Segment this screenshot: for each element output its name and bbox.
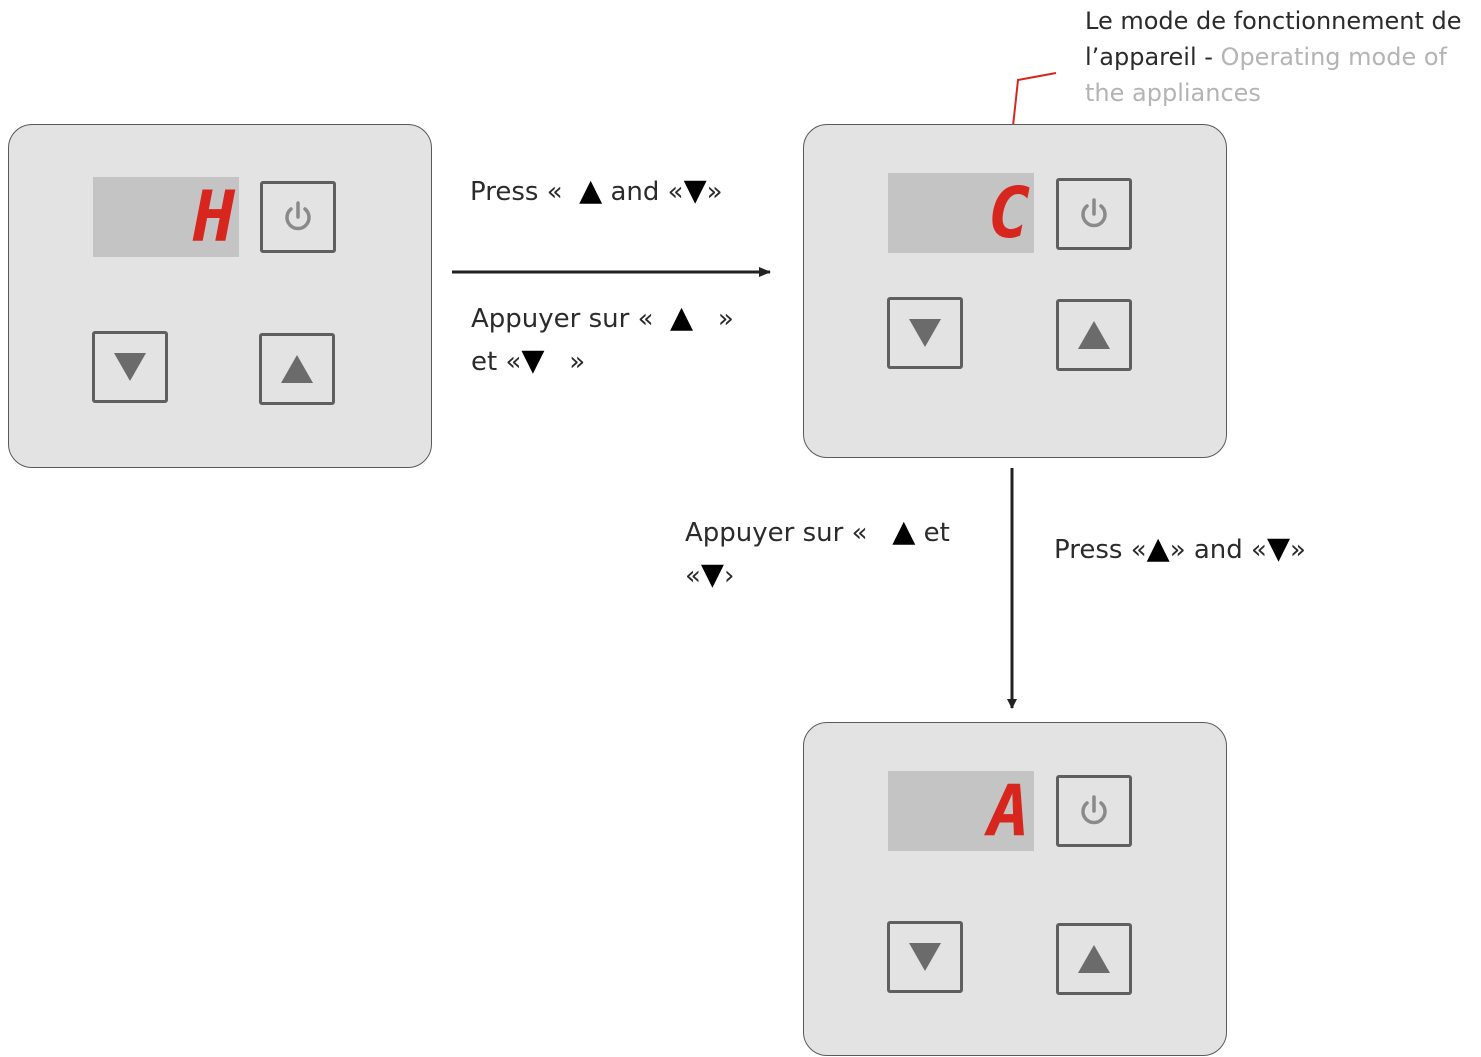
mode-display: H: [93, 177, 239, 257]
down-arrow-icon: [909, 943, 941, 971]
down-button[interactable]: [887, 297, 963, 369]
transition1-fr-label: Appuyer sur « ▲ » et «▼ »: [471, 300, 734, 378]
down-triangle-icon: ▼: [521, 343, 545, 378]
power-icon: [285, 201, 311, 231]
power-button[interactable]: [260, 181, 336, 253]
up-arrow-icon: [281, 355, 313, 383]
up-triangle-icon: ▲: [1146, 531, 1170, 566]
annotation-line1: Le mode de fonctionnement de: [1085, 7, 1462, 35]
down-button[interactable]: [92, 331, 168, 403]
up-arrow-icon: [1078, 945, 1110, 973]
annotation-line2-fr: l’appareil -: [1085, 43, 1221, 71]
power-button[interactable]: [1056, 178, 1132, 250]
down-button[interactable]: [887, 921, 963, 993]
mode-digit: A: [987, 770, 1030, 852]
up-button[interactable]: [1056, 299, 1132, 371]
up-arrow-icon: [1078, 321, 1110, 349]
mode-display: A: [888, 771, 1034, 851]
down-triangle-icon: ▼: [683, 173, 707, 208]
down-triangle-icon: ▼: [1266, 531, 1291, 566]
mode-digit: H: [192, 176, 235, 258]
control-panel-h: H: [8, 124, 432, 468]
annotation-line3-en: the appliances: [1085, 79, 1261, 107]
down-arrow-icon: [114, 353, 146, 381]
transition2-en-label: Press «▲» and «▼»: [1054, 531, 1306, 566]
power-icon: [1081, 795, 1107, 825]
down-arrow-icon: [909, 319, 941, 347]
down-triangle-icon: ▼: [700, 557, 724, 592]
up-triangle-icon: ▲: [670, 300, 694, 335]
up-triangle-icon: ▲: [892, 514, 916, 549]
up-triangle-icon: ▲: [579, 173, 603, 208]
up-button[interactable]: [259, 333, 335, 405]
transition1-en-label: Press « ▲ and «▼»: [470, 173, 723, 208]
mode-display: C: [888, 173, 1034, 253]
mode-annotation: Le mode de fonctionnement de l’appareil …: [1085, 3, 1462, 111]
control-panel-a: A: [803, 722, 1227, 1056]
power-button[interactable]: [1056, 775, 1132, 847]
mode-digit: C: [987, 172, 1030, 254]
transition2-fr-label: Appuyer sur « ▲ et «▼›: [685, 514, 950, 592]
annotation-line2-en: Operating mode of: [1220, 43, 1447, 71]
power-icon: [1081, 198, 1107, 228]
control-panel-c: C: [803, 124, 1227, 458]
up-button[interactable]: [1056, 923, 1132, 995]
